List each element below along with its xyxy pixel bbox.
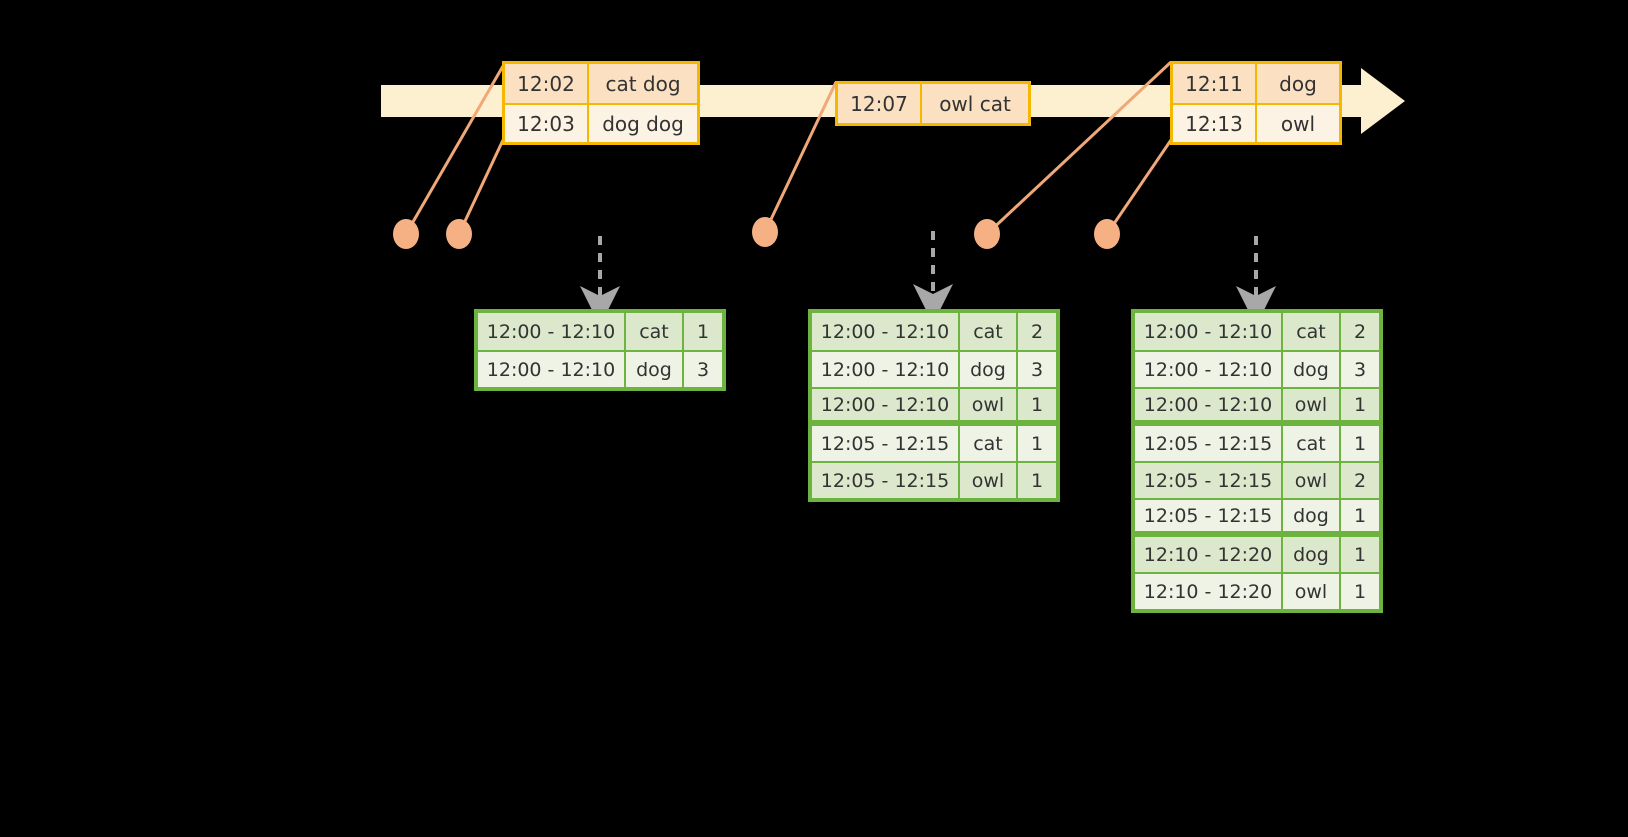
cell-key: owl bbox=[1283, 574, 1341, 609]
cell-key: owl bbox=[960, 389, 1018, 420]
event-words: dog bbox=[1257, 64, 1339, 103]
down-arrows bbox=[580, 231, 1276, 326]
cell-count: 1 bbox=[1018, 463, 1056, 498]
events-group-1: 12:02 cat dog 12:03 dog dog bbox=[502, 61, 700, 145]
event-dot-2 bbox=[446, 219, 472, 249]
cell-key: owl bbox=[1283, 463, 1341, 498]
cell-window: 12:00 - 12:10 bbox=[812, 352, 960, 387]
cell-window: 12:00 - 12:10 bbox=[812, 389, 960, 420]
event-time: 12:13 bbox=[1173, 105, 1257, 142]
cell-count: 1 bbox=[1341, 426, 1379, 461]
cell-window: 12:10 - 12:20 bbox=[1135, 574, 1283, 609]
cell-key: dog bbox=[1283, 500, 1341, 531]
event-time: 12:03 bbox=[505, 105, 589, 142]
event-dot-1 bbox=[393, 219, 419, 249]
cell-count: 3 bbox=[1018, 352, 1056, 387]
cell-window: 12:00 - 12:10 bbox=[1135, 313, 1283, 350]
connector-1 bbox=[404, 65, 505, 235]
cell-window: 12:05 - 12:15 bbox=[812, 426, 960, 461]
event-row[interactable]: 12:03 dog dog bbox=[505, 103, 697, 142]
cell-count: 1 bbox=[1341, 500, 1379, 531]
event-words: dog dog bbox=[589, 105, 697, 142]
cell-count: 1 bbox=[1018, 426, 1056, 461]
event-row[interactable]: 12:07 owl cat bbox=[838, 84, 1028, 123]
cell-window: 12:05 - 12:15 bbox=[1135, 463, 1283, 498]
cell-window: 12:10 - 12:20 bbox=[1135, 537, 1283, 572]
cell-window: 12:00 - 12:10 bbox=[1135, 389, 1283, 420]
cell-window: 12:05 - 12:15 bbox=[1135, 426, 1283, 461]
cell-key: dog bbox=[626, 352, 684, 387]
cell-window: 12:00 - 12:10 bbox=[1135, 352, 1283, 387]
event-dot-3 bbox=[752, 217, 778, 247]
cell-window: 12:00 - 12:10 bbox=[812, 313, 960, 350]
event-row[interactable]: 12:02 cat dog bbox=[505, 64, 697, 103]
cell-count: 2 bbox=[1341, 313, 1379, 350]
cell-key: cat bbox=[960, 426, 1018, 461]
cell-count: 3 bbox=[1341, 352, 1379, 387]
event-row[interactable]: 12:11 dog bbox=[1173, 64, 1339, 103]
event-time: 12:11 bbox=[1173, 64, 1257, 103]
cell-key: cat bbox=[1283, 426, 1341, 461]
event-dots bbox=[393, 217, 1120, 249]
cell-count: 1 bbox=[684, 313, 722, 350]
event-words: owl bbox=[1257, 105, 1339, 142]
connector-3 bbox=[763, 81, 838, 233]
cell-count: 2 bbox=[1018, 313, 1056, 350]
cell-key: owl bbox=[1283, 389, 1341, 420]
cell-window: 12:05 - 12:15 bbox=[1135, 500, 1283, 531]
cell-count: 1 bbox=[1341, 537, 1379, 572]
event-dot-5 bbox=[1094, 219, 1120, 249]
cell-key: cat bbox=[1283, 313, 1341, 350]
cell-window: 12:00 - 12:10 bbox=[478, 352, 626, 387]
events-group-3: 12:11 dog 12:13 owl bbox=[1170, 61, 1342, 145]
connector-5 bbox=[1105, 139, 1173, 235]
cell-key: dog bbox=[960, 352, 1018, 387]
event-words: cat dog bbox=[589, 64, 697, 103]
event-words: owl cat bbox=[922, 84, 1028, 123]
cell-key: dog bbox=[1283, 537, 1341, 572]
cell-key: cat bbox=[626, 313, 684, 350]
cell-count: 1 bbox=[1018, 389, 1056, 420]
cell-count: 2 bbox=[1341, 463, 1379, 498]
event-time: 12:02 bbox=[505, 64, 589, 103]
event-time: 12:07 bbox=[838, 84, 922, 123]
cell-key: owl bbox=[960, 463, 1018, 498]
cell-window: 12:00 - 12:10 bbox=[478, 313, 626, 350]
event-dot-4 bbox=[974, 219, 1000, 249]
cell-window: 12:05 - 12:15 bbox=[812, 463, 960, 498]
connector-2 bbox=[457, 139, 505, 235]
event-row[interactable]: 12:13 owl bbox=[1173, 103, 1339, 142]
cell-key: cat bbox=[960, 313, 1018, 350]
cell-count: 1 bbox=[1341, 389, 1379, 420]
cell-key: dog bbox=[1283, 352, 1341, 387]
events-group-2: 12:07 owl cat bbox=[835, 81, 1031, 126]
cell-count: 1 bbox=[1341, 574, 1379, 609]
cell-count: 3 bbox=[684, 352, 722, 387]
